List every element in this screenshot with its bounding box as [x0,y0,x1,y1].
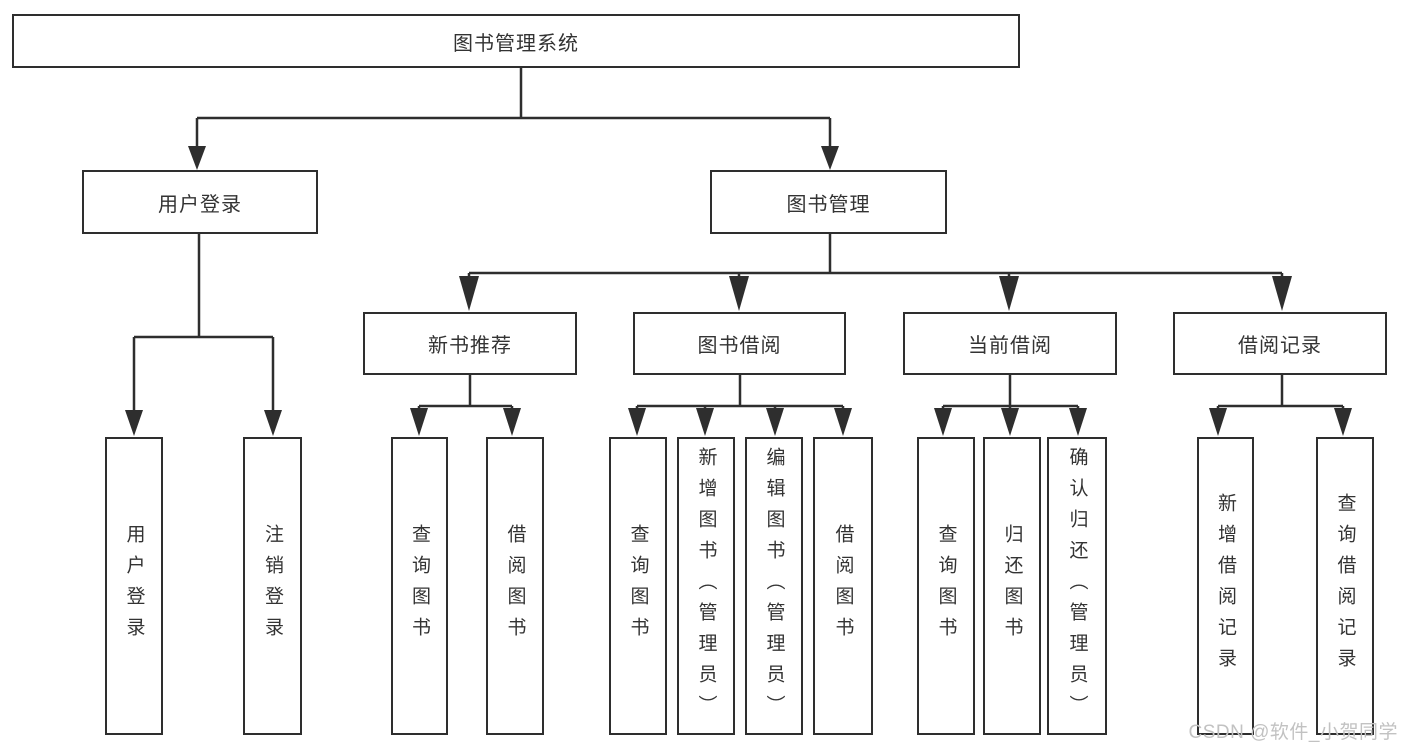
leaf-logout-label: 注销登录 [262,524,283,648]
node-current-borrow: 当前借阅 [903,312,1117,375]
leaf-records-query-record: 查询借阅记录 [1316,437,1374,735]
node-borrow-records-label: 借阅记录 [1238,335,1322,357]
leaf-newrec-borrow-books-label: 借阅图书 [504,524,526,648]
node-new-book-recommend-label: 新书推荐 [428,335,512,357]
csdn-watermark: CSDN @软件_小贺同学 [1188,722,1398,743]
leaf-newrec-query-books-label: 查询图书 [409,524,430,648]
leaf-current-confirm-return-admin: 确认归还（管理员） [1047,437,1107,735]
node-library-system: 图书管理系统 [12,14,1020,68]
leaf-borrow-add-books-admin: 新增图书（管理员） [677,437,735,735]
node-new-book-recommend: 新书推荐 [363,312,577,375]
node-book-borrow: 图书借阅 [633,312,846,375]
node-book-management-label: 图书管理 [786,193,871,216]
node-borrow-records: 借阅记录 [1173,312,1387,375]
leaf-logout: 注销登录 [243,437,302,735]
leaf-borrow-add-books-admin-label: 新增图书（管理员） [695,446,717,726]
leaf-user-login-label: 用户登录 [123,524,145,648]
node-book-borrow-label: 图书借阅 [697,335,782,357]
leaf-borrow-borrow-books-label: 借阅图书 [832,524,854,648]
leaf-current-confirm-return-admin-label: 确认归还（管理员） [1066,446,1088,726]
leaf-records-query-record-label: 查询借阅记录 [1334,493,1356,679]
leaf-records-add-record: 新增借阅记录 [1197,437,1254,735]
leaf-newrec-borrow-books: 借阅图书 [486,437,544,735]
node-user-login: 用户登录 [82,170,318,234]
node-current-borrow-label: 当前借阅 [968,335,1052,357]
leaf-newrec-query-books: 查询图书 [391,437,448,735]
leaf-current-return-books: 归还图书 [983,437,1041,735]
leaf-borrow-query-books-label: 查询图书 [627,524,649,648]
leaf-current-query-books: 查询图书 [917,437,975,735]
leaf-current-query-books-label: 查询图书 [935,524,957,648]
leaf-borrow-edit-books-admin: 编辑图书（管理员） [745,437,803,735]
leaf-user-login: 用户登录 [105,437,163,735]
leaf-borrow-borrow-books: 借阅图书 [813,437,873,735]
leaf-current-return-books-label: 归还图书 [1001,524,1023,648]
node-user-login-label: 用户登录 [158,193,242,216]
leaf-records-add-record-label: 新增借阅记录 [1215,493,1236,679]
node-book-management: 图书管理 [710,170,947,234]
node-library-system-label: 图书管理系统 [453,32,579,55]
leaf-borrow-query-books: 查询图书 [609,437,667,735]
leaf-borrow-edit-books-admin-label: 编辑图书（管理员） [763,446,785,726]
